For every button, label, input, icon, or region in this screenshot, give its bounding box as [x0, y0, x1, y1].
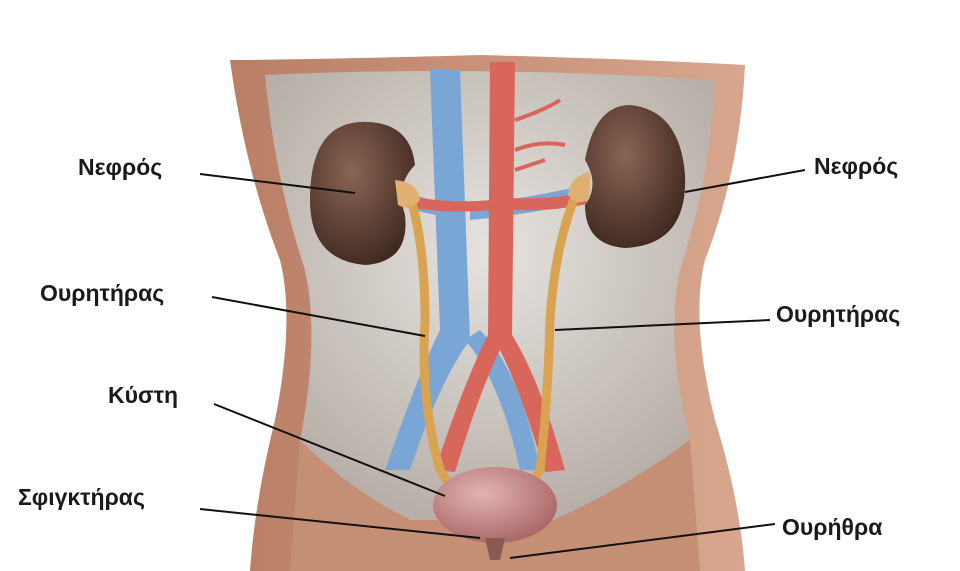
- label-urethra: Ουρήθρα: [782, 516, 882, 539]
- label-kidney-right: Νεφρός: [814, 155, 898, 178]
- label-kidney-left: Νεφρός: [78, 156, 162, 179]
- label-bladder: Κύστη: [108, 384, 178, 407]
- label-ureter-right: Ουρητήρας: [776, 303, 900, 326]
- label-sphincter: Σφιγκτήρας: [18, 486, 145, 509]
- label-ureter-left: Ουρητήρας: [40, 282, 164, 305]
- bladder-shape: [433, 467, 557, 543]
